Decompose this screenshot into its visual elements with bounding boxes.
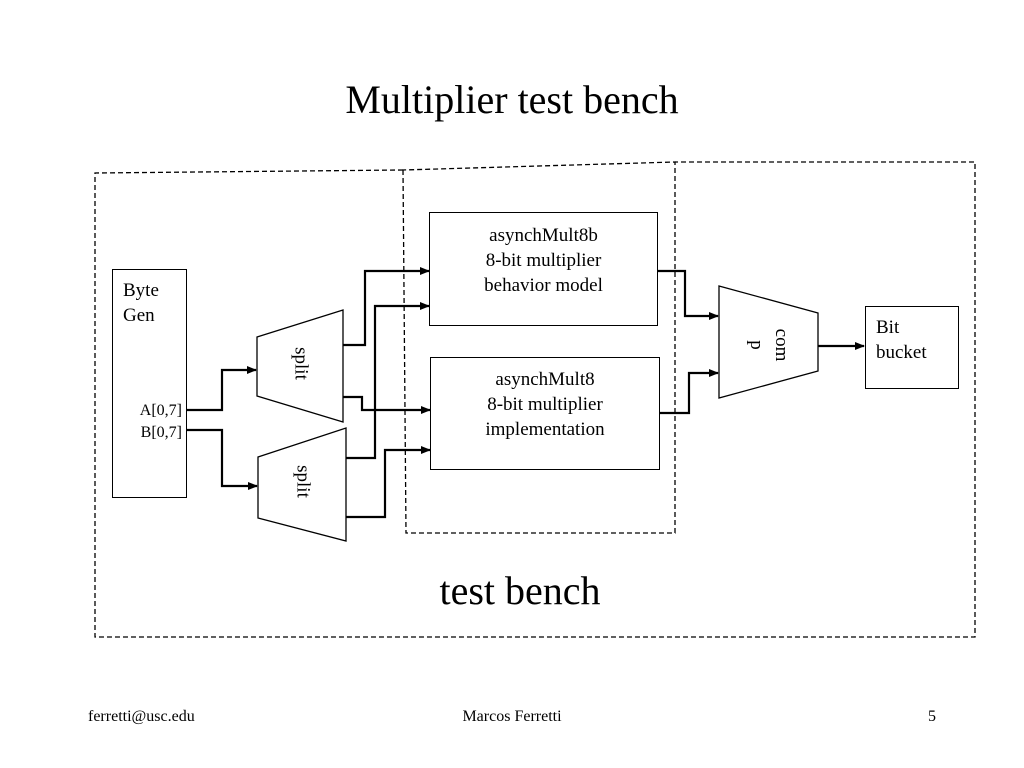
footer-page-number: 5 (928, 708, 936, 725)
behavior-line-3: behavior model (484, 275, 603, 296)
wire-b-to-split-bottom (186, 428, 258, 490)
implementation-block: asynchMult8 8-bit multiplier implementat… (430, 357, 660, 470)
bytegen-title: Byte Gen (123, 280, 159, 326)
slide-title: Multiplier test bench (345, 77, 679, 122)
behavior-model-block: asynchMult8b 8-bit multiplier behavior m… (429, 212, 658, 326)
split-top-block (256, 309, 344, 423)
wire-behavior-to-comp (657, 269, 719, 320)
footer-author: Marcos Ferretti (462, 708, 562, 725)
dut-boundary (402, 161, 676, 534)
testbench-boundary (94, 161, 976, 638)
bytegen-block: Byte Gen (112, 269, 187, 498)
impl-line-1: asynchMult8 (495, 369, 595, 390)
impl-line-2: 8-bit multiplier (487, 394, 603, 415)
behavior-line-1: asynchMult8b (489, 225, 598, 246)
wire-impl-to-comp (659, 369, 719, 415)
port-a-label: A[0,7] (139, 402, 182, 419)
bitbucket-label: Bit bucket (876, 317, 927, 363)
testbench-label: test bench (439, 568, 601, 613)
comparator-block (718, 285, 819, 399)
wire-split-top-to-behavior (343, 267, 430, 347)
split-top-label: split (290, 347, 312, 380)
impl-line-3: implementation (485, 419, 605, 440)
wire-a-to-split-top (186, 366, 257, 412)
footer-email: ferretti@usc.edu (88, 708, 195, 725)
split-bottom-label: split (292, 465, 314, 498)
port-b-label: B[0,7] (140, 424, 182, 441)
wire-split-top-to-impl (343, 395, 431, 414)
bitbucket-block: Bit bucket (865, 306, 959, 389)
comparator-label: com p (746, 328, 792, 362)
wire-split-bottom-to-behavior (346, 302, 430, 460)
wire-split-bottom-to-impl (346, 446, 431, 519)
behavior-line-2: 8-bit multiplier (485, 250, 602, 271)
split-bottom-block (257, 427, 347, 542)
